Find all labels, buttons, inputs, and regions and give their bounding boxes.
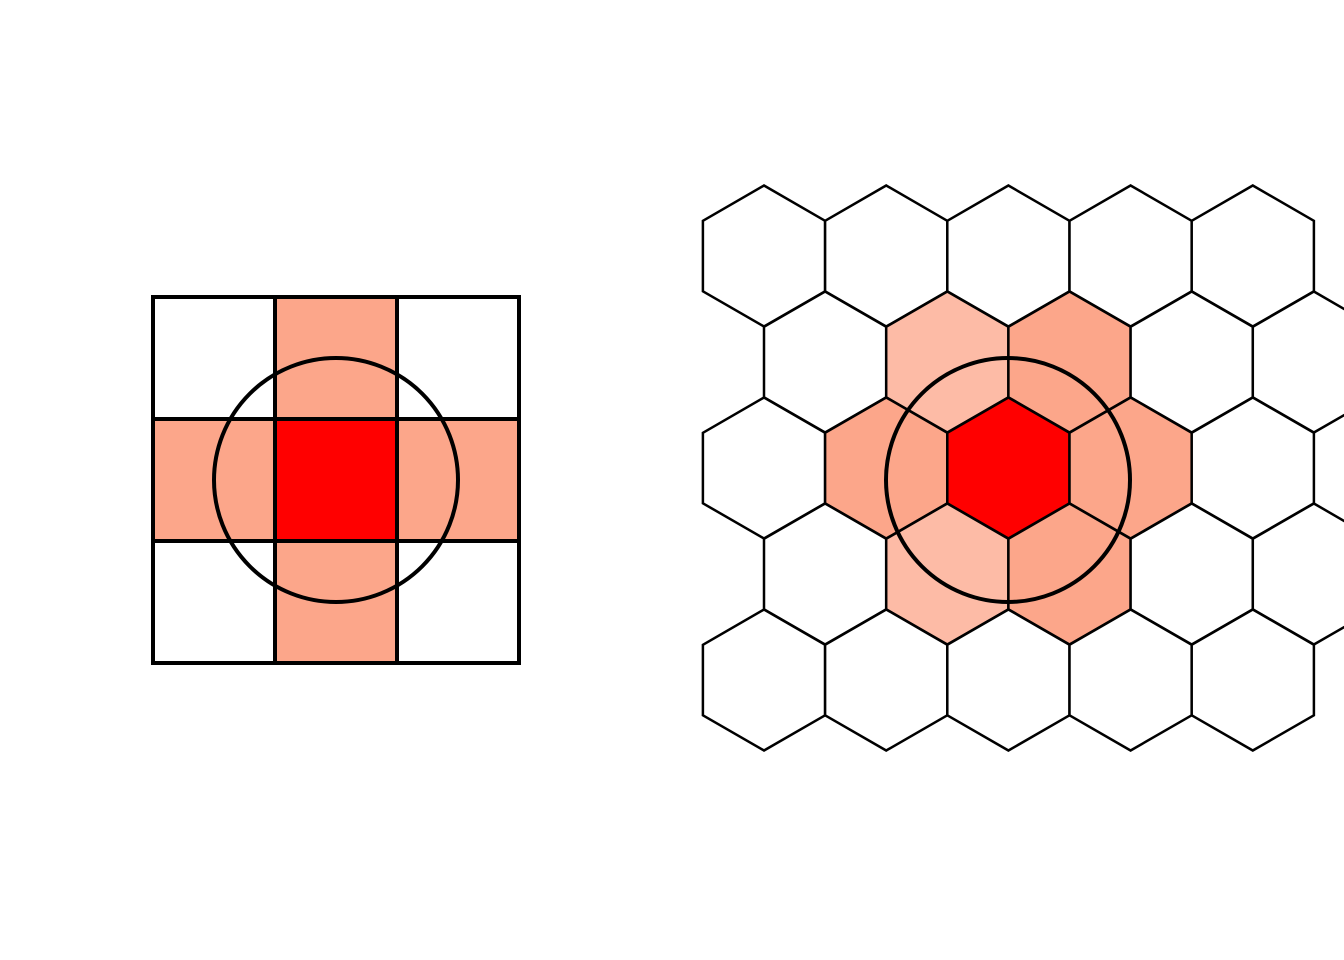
hex-neighborhood-circle	[884, 356, 1132, 604]
square-cell-center	[275, 419, 397, 541]
square-cell-empty	[397, 297, 519, 419]
square-cell-empty	[153, 541, 275, 663]
hex-grid	[701, 184, 1344, 752]
hex-cell-empty	[1190, 608, 1316, 752]
square-neighborhood-circle	[212, 356, 460, 604]
square-grid	[151, 295, 521, 665]
square-cell-empty	[153, 297, 275, 419]
square-cell-empty	[397, 541, 519, 663]
